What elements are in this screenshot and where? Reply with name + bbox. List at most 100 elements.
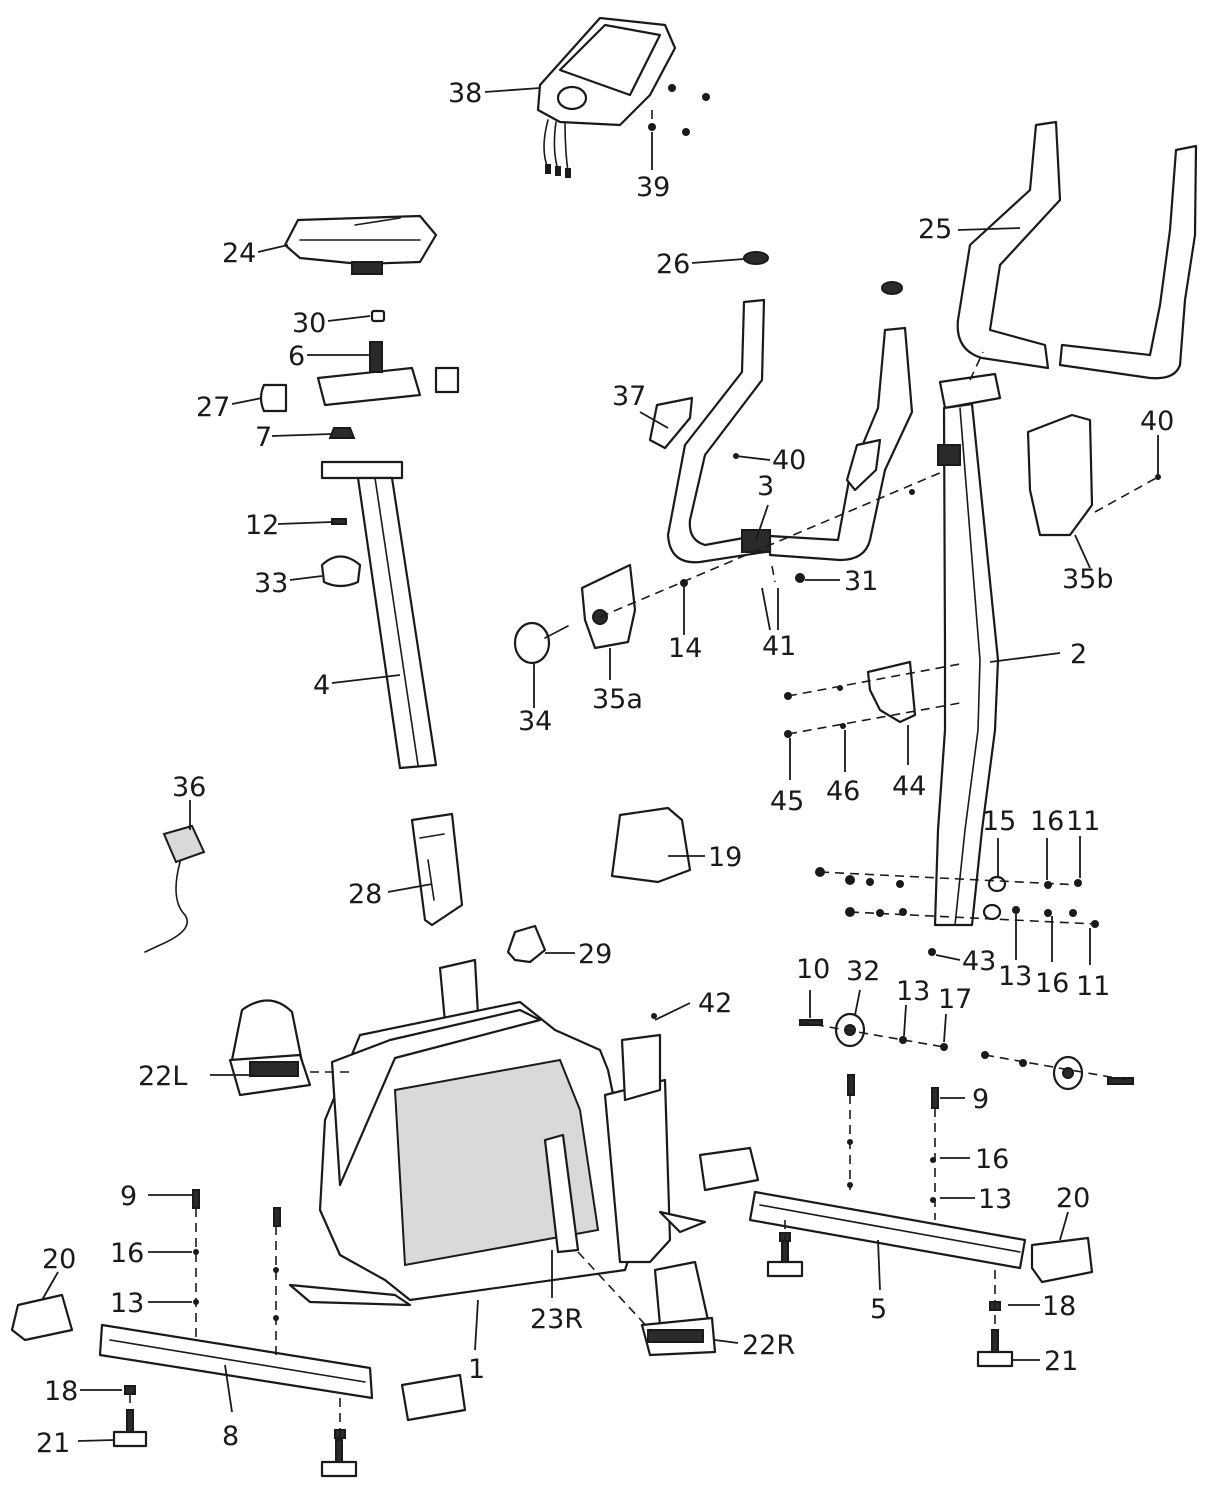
left-pedal-part [228, 999, 312, 1097]
callout-29: 29 [578, 939, 612, 970]
bottle-holder-part [866, 660, 917, 724]
callout-22L: 22L [138, 1061, 187, 1092]
callout-33: 33 [254, 568, 288, 599]
callout-9a: 9 [120, 1181, 137, 1212]
end-cap-20-left [10, 1293, 74, 1342]
knob-part [513, 621, 569, 665]
callout-2: 2 [1070, 639, 1087, 670]
callout-35b: 35b [1062, 564, 1114, 595]
callout-21b: 21 [1044, 1346, 1078, 1377]
callout-13b: 13 [896, 976, 930, 1007]
callout-32: 32 [846, 956, 880, 987]
callout-16a: 16 [1030, 806, 1064, 837]
callout-41: 41 [762, 631, 796, 662]
callout-16d: 16 [975, 1144, 1009, 1175]
callout-16c: 16 [110, 1238, 144, 1269]
handle-cap-part-2 [881, 281, 903, 295]
callout-22R: 22R [742, 1330, 795, 1361]
callout-1: 1 [468, 1354, 485, 1385]
callout-19: 19 [708, 842, 742, 873]
front-cover-a [580, 563, 637, 650]
callout-13c: 13 [110, 1288, 144, 1319]
callout-9b: 9 [972, 1084, 989, 1115]
rear-stabilizer-part [748, 1190, 1027, 1270]
handlebar-post-part [933, 372, 1002, 927]
callout-15: 15 [982, 806, 1016, 837]
end-cap-mid-2 [400, 1373, 467, 1422]
callout-11b: 11 [1076, 971, 1110, 1002]
console-screws [648, 84, 710, 136]
end-cap-right [434, 366, 460, 394]
callout-37: 37 [612, 381, 646, 412]
callout-4: 4 [313, 670, 330, 701]
callout-5: 5 [870, 1294, 887, 1325]
callout-27: 27 [196, 392, 230, 423]
handle-cap-part [743, 251, 769, 265]
callout-42: 42 [698, 988, 732, 1019]
end-cap-left [259, 383, 288, 413]
callout-20a: 20 [42, 1244, 76, 1275]
right-pedal-part [640, 1260, 717, 1357]
saddle-part [283, 214, 438, 275]
callout-30: 30 [292, 308, 326, 339]
callout-26: 26 [656, 249, 690, 280]
callout-43: 43 [962, 946, 996, 977]
tube-cover-part [410, 812, 464, 927]
end-cap-mid-1 [698, 1146, 760, 1192]
callout-12: 12 [245, 510, 279, 541]
console-part [536, 16, 677, 178]
callout-31: 31 [844, 566, 878, 597]
callout-10: 10 [796, 954, 830, 985]
callout-6: 6 [288, 341, 305, 372]
callout-35a: 35a [592, 684, 643, 715]
seat-post-part [320, 460, 438, 770]
callout-13a: 13 [998, 961, 1032, 992]
assembly-lines [129, 110, 1159, 1440]
callout-16b: 16 [1035, 968, 1069, 999]
power-adapter-part [144, 824, 206, 953]
callout-40b: 40 [1140, 406, 1174, 437]
callout-3: 3 [757, 471, 774, 502]
hardware-bolts [124, 453, 1161, 1439]
upper-handlebar-part [956, 120, 1198, 380]
pin-part [331, 518, 347, 525]
callout-17: 17 [938, 984, 972, 1015]
front-cover-b [1026, 413, 1094, 537]
cap-part [370, 309, 386, 323]
seat-knob-part [328, 427, 356, 439]
callout-44: 44 [892, 771, 926, 802]
callout-45: 45 [770, 786, 804, 817]
shroud-part [610, 806, 692, 884]
leader-lines [41, 87, 1159, 1442]
callout-11a: 11 [1066, 806, 1100, 837]
callout-18a: 18 [44, 1376, 78, 1407]
callout-labels: 38 39 24 30 6 27 7 12 33 4 36 28 29 19 2… [36, 78, 1174, 1459]
tension-knob-part [506, 924, 547, 964]
callout-7: 7 [255, 422, 272, 453]
callout-39: 39 [636, 172, 670, 203]
callout-25: 25 [918, 214, 952, 245]
callout-38: 38 [448, 78, 482, 109]
callout-28: 28 [348, 879, 382, 910]
callout-13d: 13 [978, 1184, 1012, 1215]
callout-34: 34 [518, 706, 552, 737]
callout-46: 46 [826, 776, 860, 807]
end-cap-20-right [1030, 1236, 1094, 1284]
seat-slider-part [316, 341, 422, 407]
callout-24: 24 [222, 238, 256, 269]
adjust-knob-part [320, 555, 362, 588]
callout-14: 14 [668, 633, 702, 664]
leveler-feet [112, 1239, 1014, 1478]
callout-18b: 18 [1042, 1291, 1076, 1322]
main-frame-part [288, 958, 707, 1307]
transport-wheels [834, 1012, 1084, 1091]
callout-20b: 20 [1056, 1183, 1090, 1214]
front-stabilizer-part [98, 1323, 374, 1400]
callout-36: 36 [172, 772, 206, 803]
callout-23R: 23R [530, 1304, 583, 1335]
callout-8: 8 [222, 1421, 239, 1452]
callout-21a: 21 [36, 1428, 70, 1459]
front-handlebar-part [648, 298, 914, 564]
callout-40a: 40 [772, 445, 806, 476]
